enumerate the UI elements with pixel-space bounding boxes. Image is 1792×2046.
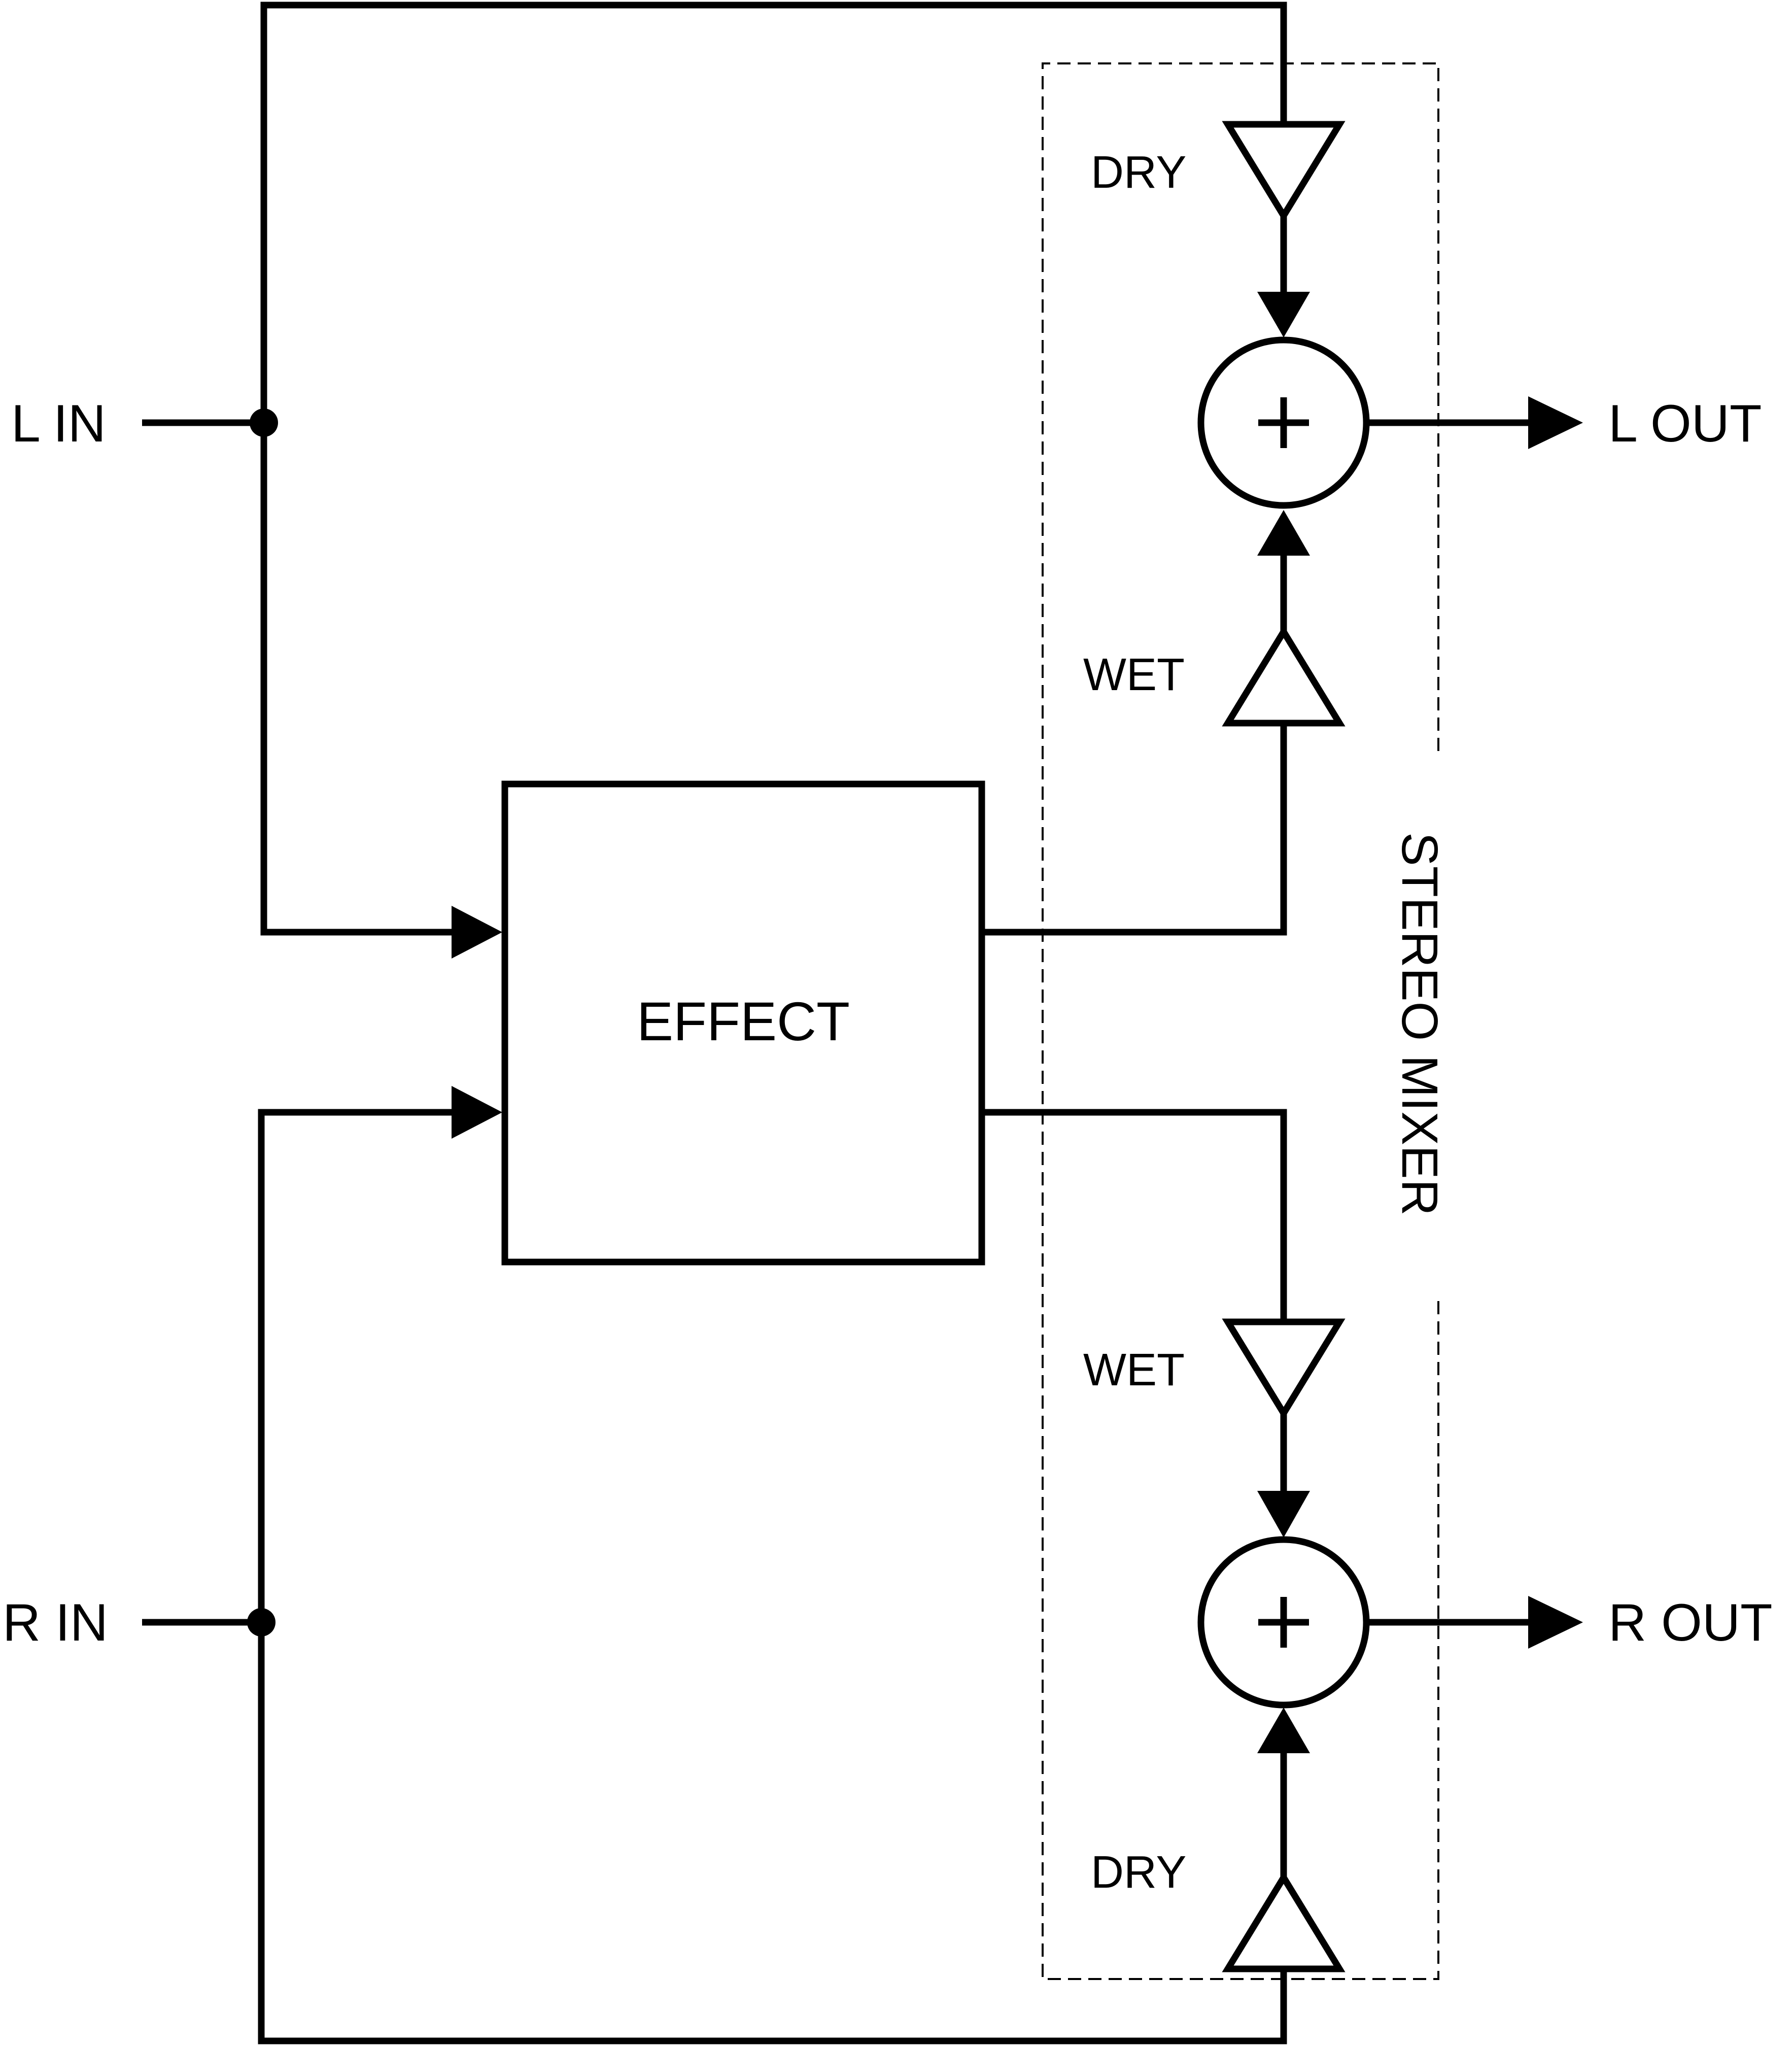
right-output-arrow — [1528, 1596, 1583, 1649]
left-wet-gain-label: WET — [1083, 650, 1185, 700]
right-input-wiring — [142, 1086, 1287, 2044]
right-wet-gain-label: WET — [1083, 1345, 1185, 1395]
right-output-label: R OUT — [1608, 1593, 1773, 1652]
left-output-wiring — [1366, 396, 1583, 449]
left-dry-gain-label: DRY — [1091, 147, 1186, 198]
right-input-junction-dot — [247, 1608, 275, 1636]
effect-right-input-arrow — [452, 1086, 502, 1139]
right-dry-gain-label: DRY — [1091, 1847, 1186, 1898]
left-output-arrow — [1528, 396, 1583, 449]
left-summer — [1197, 336, 1370, 509]
effect-left-input-arrow — [452, 906, 502, 959]
right-summer — [1197, 1536, 1370, 1709]
left-dry-gain-amplifier — [1222, 121, 1346, 337]
left-summer-plus-icon — [1258, 397, 1309, 448]
left-output-label: L OUT — [1608, 394, 1762, 453]
left-input-label: L IN — [11, 394, 106, 453]
effect-output-wiring — [982, 723, 1287, 1322]
stereo-mixer-label: STEREO MIXER — [1391, 832, 1448, 1216]
stereo-mixer-boundary — [1042, 62, 1439, 1980]
right-dry-gain-amplifier — [1222, 1708, 1346, 1972]
right-input-label: R IN — [3, 1593, 108, 1652]
left-wet-gain-amplifier — [1222, 510, 1346, 727]
right-wet-gain-amplifier — [1222, 1318, 1346, 1538]
left-input-wiring — [142, 2, 1287, 959]
left-input-junction-dot — [250, 408, 278, 437]
right-summer-plus-icon — [1258, 1597, 1309, 1648]
effect-block-label: EFFECT — [637, 991, 850, 1052]
right-output-wiring — [1366, 1596, 1583, 1649]
effect-block — [501, 780, 985, 1266]
